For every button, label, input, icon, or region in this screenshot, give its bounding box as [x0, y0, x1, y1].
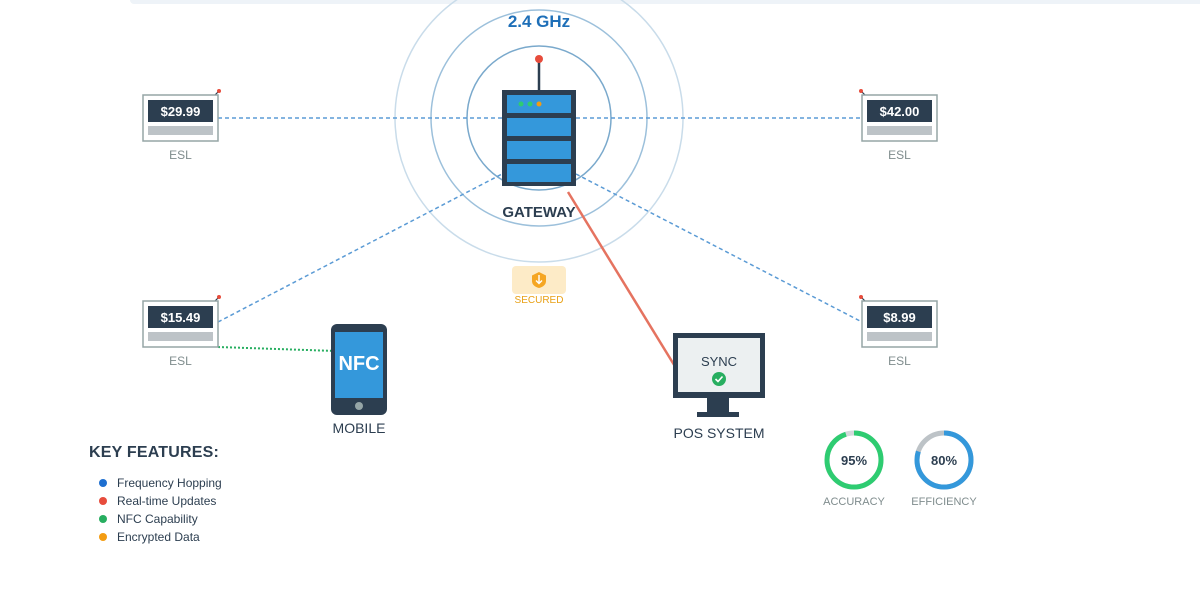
key-features-panel: KEY FEATURES: Frequency Hopping Real-tim…: [89, 444, 349, 546]
connections: [217, 117, 863, 369]
nfc-screen-text: NFC: [338, 353, 379, 375]
feature-label: Real-time Updates: [117, 494, 217, 508]
status-led-icon: [536, 101, 542, 107]
mobile-label: MOBILE: [333, 420, 386, 436]
esl-label: ESL: [169, 354, 192, 368]
secured-label: SECURED: [515, 295, 564, 306]
feature-item: Encrypted Data: [89, 528, 349, 546]
metric-accuracy: 95% ACCURACY: [823, 430, 886, 508]
metric-value: 80%: [931, 453, 957, 468]
feature-label: NFC Capability: [117, 512, 198, 526]
top-bar: [130, 0, 1200, 4]
shield-lock-icon: [532, 272, 546, 288]
esl-price: $42.00: [880, 104, 920, 119]
metric-efficiency: 80% EFFICIENCY: [911, 430, 977, 508]
phone-home-button-icon: [355, 402, 363, 410]
feature-item: NFC Capability: [89, 510, 349, 528]
esl-label: ESL: [888, 148, 911, 162]
esl-antenna-tip-icon: [859, 295, 863, 299]
esl-antenna-tip-icon: [217, 295, 221, 299]
pos-device[interactable]: SYNC: [673, 333, 765, 417]
esl-tag-2[interactable]: $42.00 ESL: [859, 89, 938, 162]
antenna-tip-icon: [535, 55, 543, 63]
link-nfc: [217, 346, 337, 352]
bullet-dot-icon: [99, 497, 107, 505]
esl-label: ESL: [169, 148, 192, 162]
esl-tag-4[interactable]: $8.99 ESL: [859, 295, 938, 368]
frequency-label: 2.4 GHz: [508, 12, 570, 31]
check-circle-icon: [712, 372, 726, 386]
esl-tag-1[interactable]: $29.99 ESL: [142, 89, 221, 162]
esl-antenna-tip-icon: [217, 89, 221, 93]
status-led-icon: [527, 101, 533, 107]
gateway-slot-icon: [507, 164, 571, 182]
status-led-icon: [518, 101, 524, 107]
esl-price: $29.99: [161, 104, 201, 119]
esl-price: $15.49: [161, 310, 201, 325]
esl-price: $8.99: [883, 310, 916, 325]
pos-label: POS SYSTEM: [673, 425, 764, 441]
gateway-slot-icon: [507, 141, 571, 159]
gateway-slot-icon: [507, 118, 571, 136]
bullet-dot-icon: [99, 479, 107, 487]
esl-tag-3[interactable]: $15.49 ESL: [142, 295, 221, 368]
monitor-base-icon: [697, 412, 739, 417]
bullet-dot-icon: [99, 533, 107, 541]
metric-label: EFFICIENCY: [911, 496, 977, 508]
esl-label: ESL: [888, 354, 911, 368]
secured-badge: SECURED: [512, 266, 566, 306]
feature-list: Frequency Hopping Real-time Updates NFC …: [89, 474, 349, 546]
gateway-label: GATEWAY: [502, 204, 575, 221]
link-pos: [566, 191, 678, 369]
metric-value: 95%: [841, 453, 867, 468]
sync-text: SYNC: [701, 354, 737, 369]
link-gateway-esl-3: [217, 173, 503, 323]
link-gateway-esl-4: [575, 173, 863, 323]
monitor-stand-icon: [707, 398, 729, 412]
gauge-progress: [824, 430, 884, 490]
feature-item: Frequency Hopping: [89, 474, 349, 492]
phone-screen: [335, 332, 383, 398]
esl-antenna-tip-icon: [859, 89, 863, 93]
metric-label: ACCURACY: [823, 496, 885, 508]
feature-label: Encrypted Data: [117, 530, 200, 544]
feature-label: Frequency Hopping: [117, 476, 222, 490]
bullet-dot-icon: [99, 515, 107, 523]
gauge-progress: [914, 430, 974, 490]
mobile-device[interactable]: NFC: [331, 324, 387, 415]
key-features-title: KEY FEATURES:: [89, 444, 220, 461]
feature-item: Real-time Updates: [89, 492, 349, 510]
gateway-device[interactable]: [502, 55, 576, 186]
